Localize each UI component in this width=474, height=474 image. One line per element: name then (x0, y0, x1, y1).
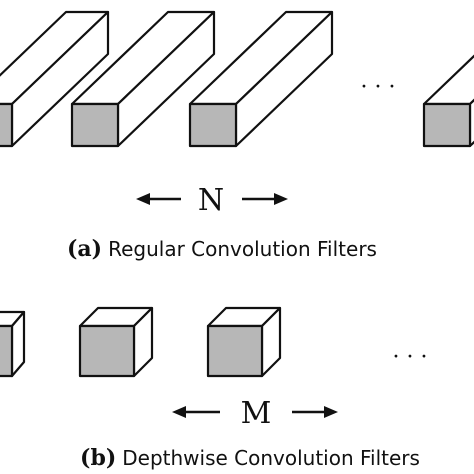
n-dimension-label: N (198, 183, 224, 218)
depthwise-filter-2-front-face (78, 324, 136, 378)
depthwise-filter-3-front-face (206, 324, 264, 378)
regular-filter-3 (188, 10, 334, 148)
depthwise-filter-1-front-face (0, 324, 14, 378)
caption-a-label: (a) (67, 236, 102, 262)
caption-b-label: (b) (80, 445, 116, 471)
depthwise-filter-2 (78, 306, 154, 378)
caption-b: (b)Depthwise Convolution Filters (80, 445, 420, 471)
regular-filter-4-front-face (422, 102, 472, 148)
depthwise-filter-3 (206, 306, 282, 378)
left-arrowhead-icon (136, 193, 150, 205)
caption-a: (a)Regular Convolution Filters (67, 236, 377, 262)
depthwise-filter-row (0, 306, 282, 378)
m-dimension-label: M (241, 396, 272, 431)
regular-filter-2 (70, 10, 216, 148)
right-arrowhead-icon (324, 406, 338, 418)
panel-b: · · · M (b)Depthwise Convolution Filters (0, 306, 428, 471)
depthwise-filter-1 (0, 310, 26, 378)
regular-filter-row (0, 10, 474, 148)
filter-ellipsis-a: · · · (361, 75, 396, 100)
regular-filter-1-front-face (0, 102, 14, 148)
caption-a-text: Regular Convolution Filters (108, 237, 377, 261)
caption-b-text: Depthwise Convolution Filters (122, 446, 420, 470)
m-dimension-arrow: M (172, 396, 338, 431)
panel-a: · · · N (a)Regular Convolution Filters (0, 10, 474, 262)
regular-filter-3-front-face (188, 102, 238, 148)
n-dimension-arrow: N (136, 183, 288, 218)
left-arrowhead-icon (172, 406, 186, 418)
regular-filter-1 (0, 10, 110, 148)
regular-filter-4 (422, 54, 474, 148)
regular-filter-4-top-face (422, 54, 474, 106)
filter-ellipsis-b: · · · (393, 345, 428, 370)
regular-filter-2-front-face (70, 102, 120, 148)
right-arrowhead-icon (274, 193, 288, 205)
